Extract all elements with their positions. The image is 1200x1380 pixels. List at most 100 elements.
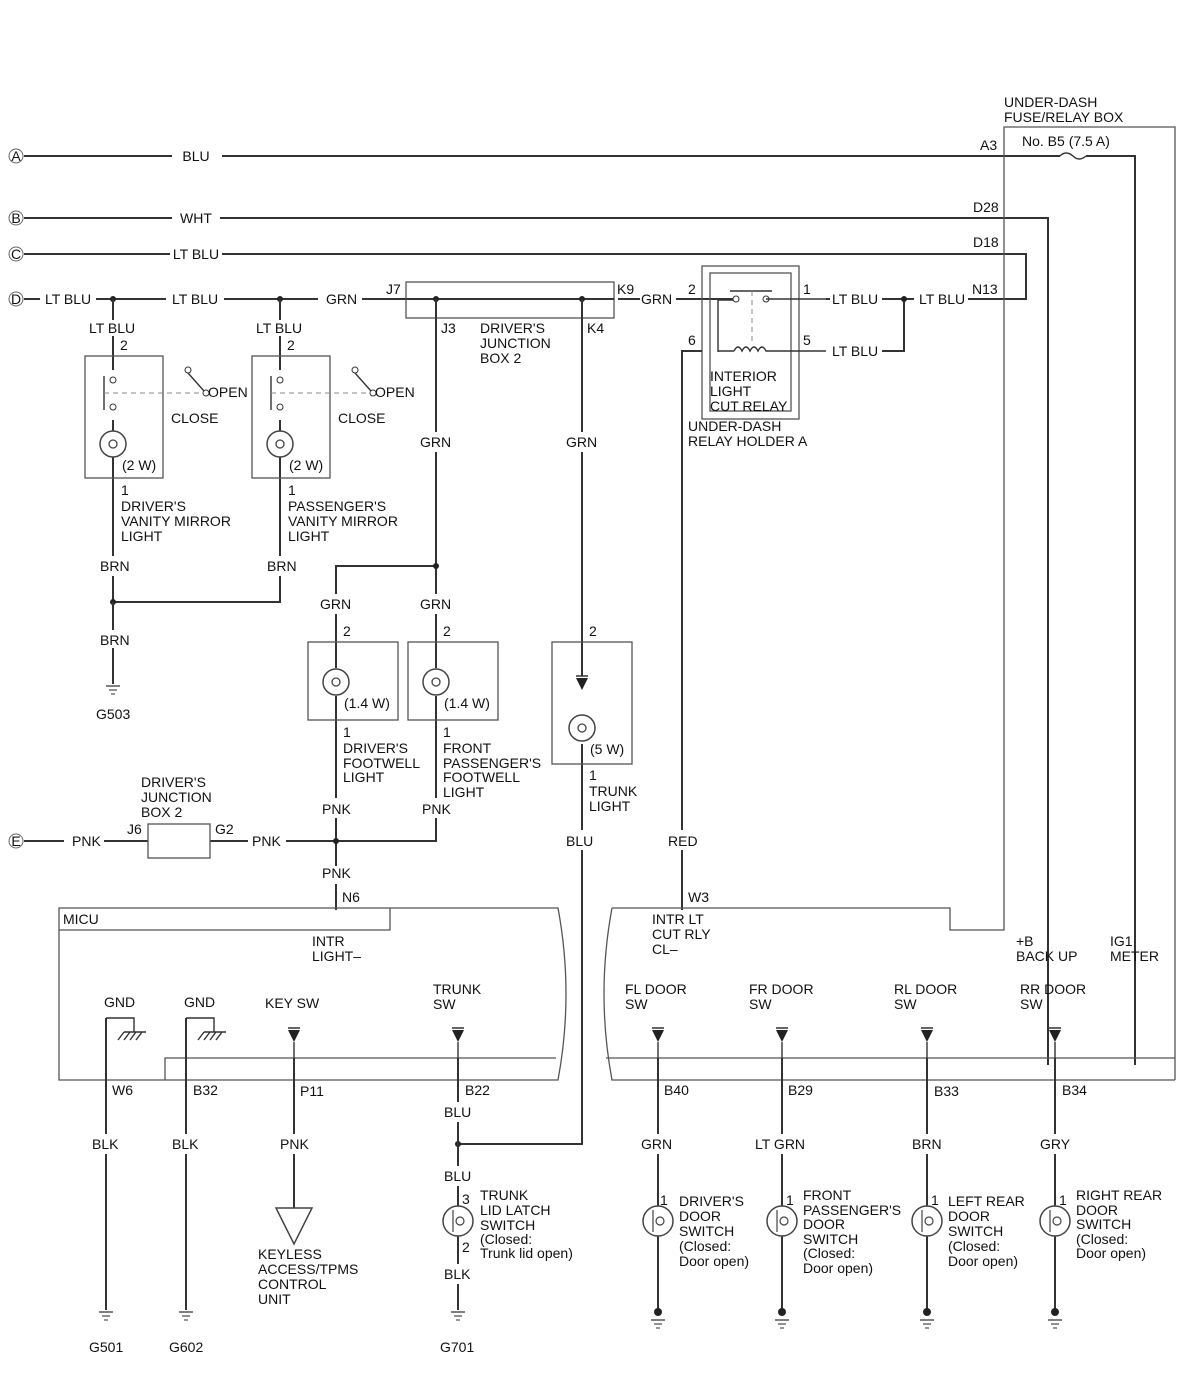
svg-text:GND: GND [184,994,215,1010]
svg-text:BLK: BLK [444,1266,471,1282]
svg-text:Door open): Door open) [1076,1245,1146,1261]
svg-text:1: 1 [589,767,597,783]
svg-text:J7: J7 [386,281,401,297]
svg-text:BLU: BLU [444,1104,471,1120]
connector-b: B [8,210,24,226]
svg-text:BOX 2: BOX 2 [480,350,521,366]
svg-text:B22: B22 [465,1082,490,1098]
svg-text:(Closed:: (Closed: [803,1245,855,1261]
ground-g501: BLK G501 [89,1018,123,1355]
connector-c: C [8,246,24,262]
svg-text:(2 W): (2 W) [122,457,156,473]
svg-text:LEFT REAR: LEFT REAR [948,1193,1025,1209]
svg-text:BACK UP: BACK UP [1016,948,1077,964]
svg-text:C: C [11,246,21,262]
svg-text:CUT RELAY: CUT RELAY [710,398,788,414]
svg-text:TRUNK: TRUNK [433,981,482,997]
drivers-door-switch: GRN 1 DRIVER'S DOOR SWITCH (Closed: Door… [641,1058,749,1329]
left-rear-door-switch: BRN 1 LEFT REAR DOOR SWITCH (Closed: Doo… [911,1058,1025,1329]
svg-text:D: D [11,291,21,307]
svg-text:BRN: BRN [267,558,297,574]
svg-text:LT BLU: LT BLU [89,320,135,336]
svg-text:RELAY HOLDER A: RELAY HOLDER A [688,433,808,449]
svg-text:MICU: MICU [63,911,99,927]
svg-text:J3: J3 [441,320,456,336]
svg-text:LT BLU: LT BLU [832,291,878,307]
svg-text:GRN: GRN [641,291,672,307]
svg-text:(Closed:: (Closed: [480,1231,532,1247]
svg-text:PNK: PNK [322,801,351,817]
svg-text:1: 1 [786,1192,794,1208]
svg-text:+B: +B [1016,933,1034,949]
svg-text:1: 1 [1059,1192,1067,1208]
svg-text:FUSE/RELAY BOX: FUSE/RELAY BOX [1004,109,1124,125]
wire-red-w3: RED [668,350,702,910]
svg-text:SW: SW [625,996,648,1012]
svg-text:SWITCH: SWITCH [1076,1216,1131,1232]
svg-text:VANITY MIRROR: VANITY MIRROR [121,513,231,529]
svg-text:BRN: BRN [100,632,130,648]
svg-text:DRIVER'S: DRIVER'S [121,498,186,514]
svg-text:PNK: PNK [252,833,281,849]
svg-text:(5 W): (5 W) [590,741,624,757]
svg-text:G503: G503 [96,706,130,722]
svg-text:B29: B29 [788,1082,813,1098]
wire-b-wht: WHT [24,210,1049,1065]
svg-text:UNIT: UNIT [258,1291,291,1307]
svg-text:J6: J6 [127,821,142,837]
svg-text:LIGHT: LIGHT [589,798,631,814]
right-rear-door-switch: GRY 1 RIGHT REAR DOOR SWITCH (Closed: Do… [1039,1058,1162,1329]
svg-text:SW: SW [894,996,917,1012]
svg-text:UNDER-DASH: UNDER-DASH [1004,94,1097,110]
svg-text:6: 6 [688,332,696,348]
svg-text:(2 W): (2 W) [289,457,323,473]
svg-text:2: 2 [120,337,128,353]
svg-text:BLU: BLU [444,1168,471,1184]
svg-text:LIGHT: LIGHT [343,769,385,785]
svg-text:(1.4 W): (1.4 W) [344,695,390,711]
svg-text:DOOR: DOOR [803,1216,845,1232]
svg-text:D28: D28 [973,199,999,215]
svg-text:2: 2 [443,623,451,639]
svg-text:2: 2 [343,623,351,639]
svg-text:OPEN: OPEN [375,384,415,400]
svg-text:1: 1 [443,724,451,740]
svg-text:K4: K4 [587,320,604,336]
svg-text:1: 1 [121,482,129,498]
wire-d: LT BLU LT BLU GRN GRN [24,291,734,307]
svg-text:FRONT: FRONT [443,740,492,756]
svg-text:LT BLU: LT BLU [919,291,965,307]
svg-text:PASSENGER'S: PASSENGER'S [443,755,541,771]
wire-a-blu: BLU [24,148,1136,1065]
svg-text:LIGHT: LIGHT [121,528,163,544]
front-passengers-footwell-light: GRN 2 (1.4 W) 1 FRONT PASSENGER'S FOOTWE… [407,596,541,800]
svg-text:LID LATCH: LID LATCH [480,1202,551,1218]
svg-text:GRN: GRN [641,1136,672,1152]
svg-text:CLOSE: CLOSE [338,410,385,426]
trunk-light: GRN 2 (5 W) 1 TRUNK LIGHT BLU [455,299,638,1147]
trunk-lid-latch-switch: BLU BLU 3 2 BLK TRUNK LID LATCH SWITCH (… [440,1058,573,1355]
ground-g503: BRN G503 [96,599,130,722]
svg-text:BOX 2: BOX 2 [141,804,182,820]
svg-text:GRN: GRN [320,596,351,612]
svg-text:BLU: BLU [182,148,209,164]
svg-text:LIGHT: LIGHT [710,383,752,399]
svg-text:FRONT: FRONT [803,1187,852,1203]
fuse-b5: No. B5 (7.5 A) [1022,133,1110,149]
drivers-junction-box-2-e: DRIVER'S JUNCTION BOX 2 J6 G2 [127,774,234,859]
svg-text:1: 1 [931,1192,939,1208]
svg-text:GRN: GRN [420,434,451,450]
svg-text:B40: B40 [664,1082,689,1098]
svg-text:SWITCH: SWITCH [803,1231,858,1247]
svg-text:2: 2 [287,337,295,353]
svg-text:N13: N13 [972,281,998,297]
svg-text:GRN: GRN [420,596,451,612]
svg-text:INTR: INTR [312,933,345,949]
svg-text:ACCESS/TPMS: ACCESS/TPMS [258,1261,358,1277]
svg-text:BRN: BRN [912,1136,942,1152]
svg-text:SW: SW [749,996,772,1012]
svg-text:TRUNK: TRUNK [480,1187,529,1203]
svg-text:G701: G701 [440,1339,474,1355]
under-dash-fuse-relay-box: UNDER-DASH FUSE/RELAY BOX No. B5 (7.5 A)… [972,94,1176,1080]
